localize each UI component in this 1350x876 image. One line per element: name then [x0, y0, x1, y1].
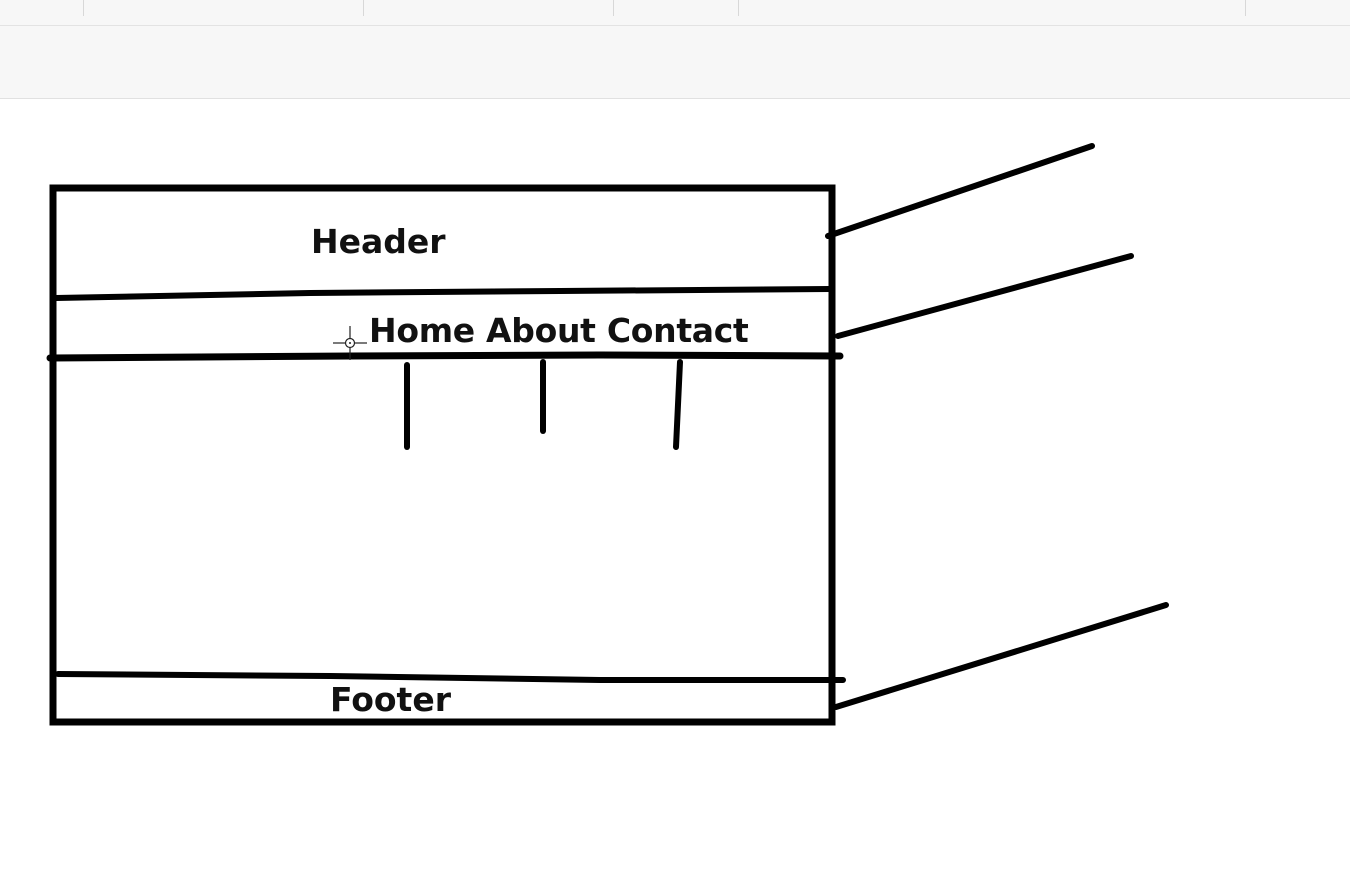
- ribbon-tab-separator: [738, 0, 739, 16]
- header-divider: [53, 286, 833, 301]
- header-pointer-line: [825, 143, 1095, 239]
- nav-label: Home About Contact: [369, 311, 749, 350]
- ribbon-tab-separator: [83, 0, 84, 16]
- ribbon-toolbar: [0, 26, 1350, 99]
- page-outline: [49, 184, 836, 726]
- crosshair-cursor-icon: [333, 326, 367, 360]
- ribbon-tab-separator: [1245, 0, 1246, 16]
- nav-divider: [46, 351, 844, 362]
- footer-label: Footer: [330, 680, 451, 719]
- nav-link-line: [673, 359, 683, 450]
- drawing-canvas[interactable]: [0, 99, 1350, 876]
- ribbon-tab-separator: [363, 0, 364, 16]
- ribbon-tab-separator: [613, 0, 614, 16]
- footer-divider: [55, 671, 846, 683]
- footer-pointer-line: [833, 602, 1169, 710]
- nav-pointer-line: [835, 253, 1134, 339]
- header-label: Header: [311, 222, 446, 261]
- ribbon-tab-bar: [0, 0, 1350, 26]
